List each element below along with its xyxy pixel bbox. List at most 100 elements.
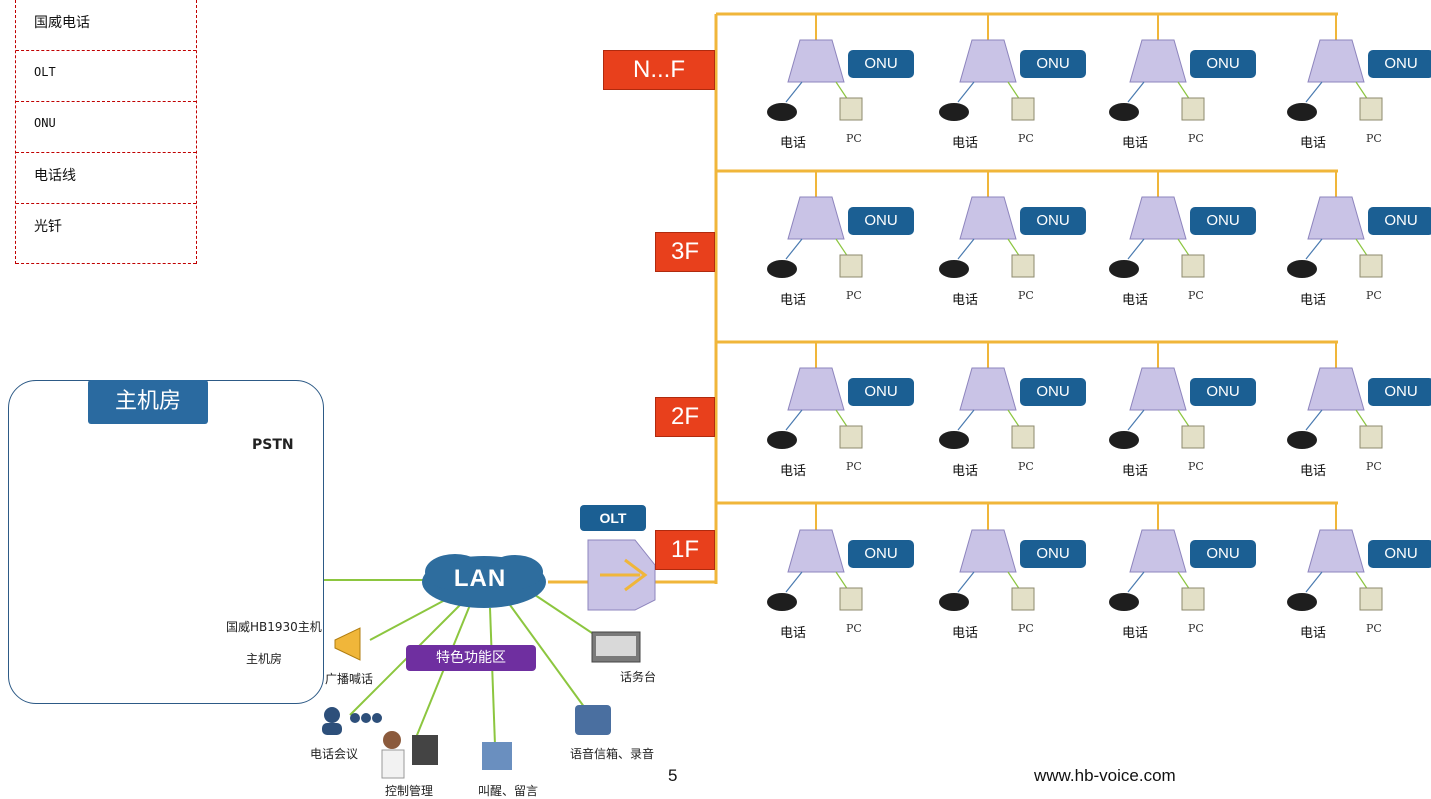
phone-line [785,571,803,593]
main-room-title: 主机房 [88,380,208,424]
pc-link [1007,571,1021,591]
olt-device [587,539,656,611]
phone-icon [1287,431,1317,449]
pc-label: PC [1366,132,1382,145]
pc-icon [839,425,863,449]
onu-device [1307,39,1365,83]
pc-label: PC [846,289,862,302]
olt-badge: OLT [580,505,646,531]
onu-badge: ONU [848,207,914,235]
feature-voicemail-label: 语音信箱、录音 [570,747,655,761]
page-number: 5 [668,766,678,785]
floor-tag-2f: 2F [655,397,715,437]
pc-link [835,81,849,101]
pc-link [1177,409,1191,429]
floor-tag-3f: 3F [655,232,715,272]
console-device [591,631,641,663]
legend-item-fiber: 光钎 [16,204,196,264]
pc-link [835,238,849,258]
pc-icon [1011,254,1035,278]
phone-icon [1287,103,1317,121]
main-room-frame [8,380,324,704]
phone-icon [1109,593,1139,611]
phone-icon [767,103,797,121]
feature-console-label: 话务台 [620,670,657,684]
onu-badge: ONU [1190,540,1256,568]
feature-zone-label: 特色功能区 [406,645,536,671]
onu-device [1129,529,1187,573]
phone-label: 电话 [780,626,807,641]
phone-label: 电话 [1300,293,1327,308]
onu-badge: ONU [1190,378,1256,406]
phone-icon [1109,260,1139,278]
pc-icon [1359,254,1383,278]
pc-label: PC [1018,132,1034,145]
phone-label: 电话 [952,136,979,151]
phone-icon [1287,593,1317,611]
onu-device [1307,196,1365,240]
onu-device [1129,367,1187,411]
lan-cloud [422,554,546,608]
phone-line [785,238,803,260]
pc-link [1355,238,1369,258]
phone-label: 电话 [952,626,979,641]
onu-badge: ONU [1020,207,1086,235]
pc-icon [1011,97,1035,121]
pc-icon [1359,97,1383,121]
fiber-backbone [714,12,1338,584]
phone-line [1305,238,1323,260]
phone-label: 电话 [1300,626,1327,641]
phone-label: 电话 [780,293,807,308]
phone-icon [1109,431,1139,449]
pc-link [835,571,849,591]
switch-label: 国威HB1930主机 [226,620,322,634]
legend-item-olt: OLT [16,51,196,102]
onu-badge: ONU [1020,540,1086,568]
onu-device [959,39,1017,83]
pc-icon [1181,254,1205,278]
phone-label: 电话 [780,464,807,479]
phone-icon [939,593,969,611]
pc-icon [839,587,863,611]
phone-label: 电话 [1122,626,1149,641]
pc-label: PC [1018,289,1034,302]
voicemail-device [575,705,611,735]
onu-device [1307,367,1365,411]
onu-badge: ONU [1368,50,1431,78]
pc-link [1355,571,1369,591]
onu-device [1307,529,1365,573]
switch-sublabel: 主机房 [246,652,283,666]
pc-label: PC [846,132,862,145]
pc-label: PC [846,622,862,635]
pc-label: PC [1366,622,1382,635]
phone-line [785,81,803,103]
phone-line [785,409,803,431]
pc-label: PC [1366,289,1382,302]
phone-label: 电话 [1122,293,1149,308]
pc-label: PC [1188,132,1204,145]
onu-badge: ONU [1020,378,1086,406]
onu-badge: ONU [848,378,914,406]
pc-label: PC [1188,460,1204,473]
phone-line [1127,571,1145,593]
wakeup-device [482,742,512,770]
floor-tag-1f: 1F [655,530,715,570]
pc-link [1007,238,1021,258]
onu-device [1129,39,1187,83]
onu-badge: ONU [1368,540,1431,568]
onu-badge: ONU [848,540,914,568]
onu-device [1129,196,1187,240]
onu-device [959,529,1017,573]
onu-badge: ONU [1020,50,1086,78]
onu-badge: ONU [1190,50,1256,78]
pc-link [835,409,849,429]
megaphone-icon [334,627,361,661]
pc-label: PC [1188,622,1204,635]
onu-device [959,367,1017,411]
pc-icon [1181,97,1205,121]
feature-control-label: 控制管理 [385,784,434,798]
pc-icon [1011,587,1035,611]
onu-badge: ONU [1368,378,1431,406]
phone-icon [939,431,969,449]
phone-label: 电话 [780,136,807,151]
